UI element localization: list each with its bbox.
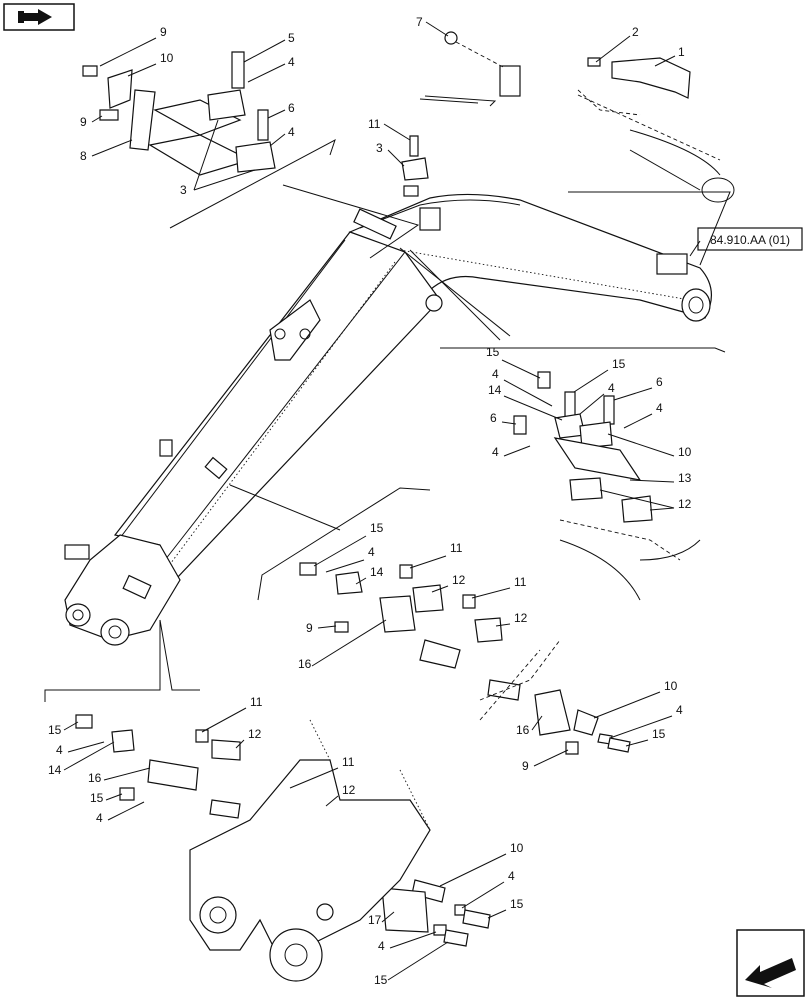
callout-6: 6 <box>288 101 295 115</box>
hand-pointer-icon[interactable] <box>3 3 75 31</box>
reference-box[interactable]: 84.910.AA (01) <box>697 227 803 251</box>
callout-m16b: 16 <box>516 723 530 737</box>
reference-label: 84.910.AA (01) <box>710 233 790 247</box>
top-center-clamp <box>401 135 429 197</box>
callout-m10: 10 <box>664 679 678 693</box>
center-clamp-group <box>229 484 631 755</box>
callout-b10: 10 <box>510 841 524 855</box>
callout-r12: 12 <box>678 497 692 511</box>
callout-5: 5 <box>288 31 295 45</box>
callout-m4: 4 <box>368 545 375 559</box>
boom-end-detail <box>577 89 735 203</box>
callout-m9b: 9 <box>522 759 529 773</box>
callout-b16: 16 <box>88 771 102 785</box>
callout-b4a: 4 <box>56 743 63 757</box>
callout-b14: 14 <box>48 763 62 777</box>
callout-m15: 15 <box>370 521 384 535</box>
callout-r4c: 4 <box>656 401 663 415</box>
callout-r6a: 6 <box>656 375 663 389</box>
callout-r4a: 4 <box>492 367 499 381</box>
callout-m11b: 11 <box>514 575 527 589</box>
callout-7: 7 <box>416 15 423 29</box>
callout-m16: 16 <box>298 657 312 671</box>
callout-m15b: 15 <box>652 727 666 741</box>
part-1-bracket <box>611 57 691 99</box>
callout-4: 4 <box>288 55 295 69</box>
callout-r4d: 4 <box>492 445 499 459</box>
callout-r10: 10 <box>678 445 692 459</box>
callout-8: 8 <box>80 149 87 163</box>
boom-assembly <box>64 193 712 646</box>
callout-m14: 14 <box>370 565 384 579</box>
callout-b15c: 15 <box>510 897 524 911</box>
callout-r15b: 15 <box>612 357 626 371</box>
callout-1: 1 <box>678 45 685 59</box>
part-7-bolt <box>444 31 521 97</box>
callout-b15d: 15 <box>374 973 388 987</box>
callout-r13: 13 <box>678 471 692 485</box>
callout-3b: 3 <box>376 141 383 155</box>
callout-b12a: 12 <box>248 727 262 741</box>
callout-b4c: 4 <box>508 869 515 883</box>
callout-r15a: 15 <box>486 345 500 359</box>
bottom-left-clamp-group <box>44 619 491 982</box>
callout-3: 3 <box>180 183 187 197</box>
callout-9: 9 <box>160 25 167 39</box>
callout-r4b: 4 <box>608 381 615 395</box>
callout-r14: 14 <box>488 383 502 397</box>
callout-b15a: 15 <box>48 723 62 737</box>
callout-9b: 9 <box>80 115 87 129</box>
right-middle-clamp-group <box>399 247 726 601</box>
callout-b4d: 4 <box>378 939 385 953</box>
top-left-clamp-group <box>82 51 276 176</box>
callout-10: 10 <box>160 51 174 65</box>
callout-m4b: 4 <box>676 703 683 717</box>
callout-m9: 9 <box>306 621 313 635</box>
callout-b11a: 11 <box>250 695 263 709</box>
callout-2: 2 <box>632 25 639 39</box>
callout-r6b: 6 <box>490 411 497 425</box>
callout-b4b: 4 <box>96 811 103 825</box>
callout-b15b: 15 <box>90 791 104 805</box>
callout-m12b: 12 <box>514 611 528 625</box>
callout-m11a: 11 <box>450 541 463 555</box>
callouts: 9 10 9 8 3 5 4 6 4 7 11 3 2 1 15 15 <box>48 15 692 987</box>
callout-m12a: 12 <box>452 573 466 587</box>
callout-11: 11 <box>368 117 381 131</box>
callout-b12b: 12 <box>342 783 356 797</box>
callout-b17: 17 <box>368 913 382 927</box>
part-2-bolt <box>587 57 601 67</box>
back-arrow-icon[interactable] <box>736 929 805 997</box>
callout-4b: 4 <box>288 125 295 139</box>
callout-b11b: 11 <box>342 755 355 769</box>
